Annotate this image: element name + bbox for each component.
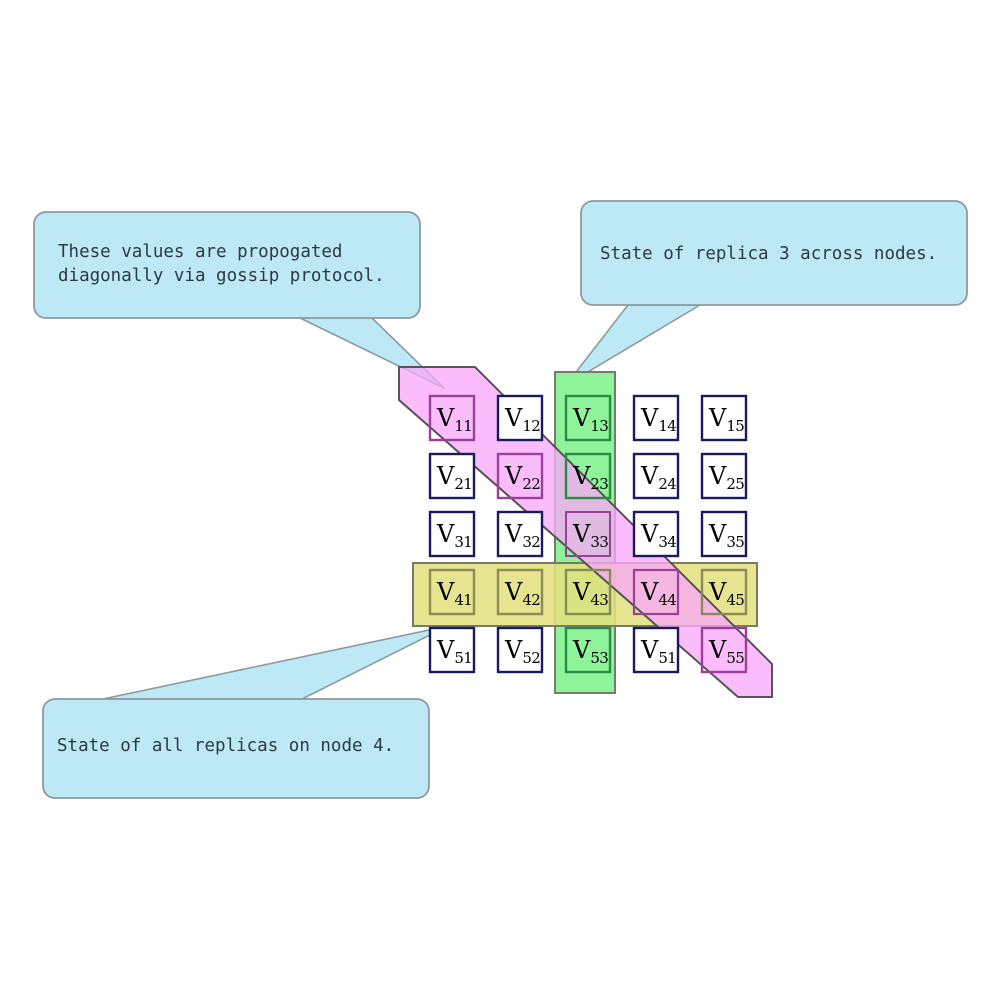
- grid-cell-v41[interactable]: [428, 568, 476, 616]
- grid-cell-v44[interactable]: [632, 568, 680, 616]
- grid-cell-v35[interactable]: [700, 510, 748, 558]
- callout-node-4-box[interactable]: [42, 698, 430, 799]
- callout-replica-3-box[interactable]: [580, 200, 968, 306]
- grid-cell-v51[interactable]: [428, 626, 476, 674]
- grid-cell-v52[interactable]: [496, 626, 544, 674]
- callout-boxes-group: [33, 200, 968, 799]
- callout-node-4-tail: [102, 625, 449, 700]
- grid-cell-v15[interactable]: [700, 394, 748, 442]
- grid-cell-v23[interactable]: [564, 452, 612, 500]
- grid-cell-v31[interactable]: [428, 510, 476, 558]
- grid-cell-v42[interactable]: [496, 568, 544, 616]
- grid-cell-v22[interactable]: [496, 452, 544, 500]
- grid-cell-v14[interactable]: [632, 394, 680, 442]
- grid-cell-v21[interactable]: [428, 452, 476, 500]
- grid-cell-v13[interactable]: [564, 394, 612, 442]
- grid-cell-v53[interactable]: [564, 626, 612, 674]
- grid-cell-v33[interactable]: [565, 511, 611, 557]
- grid-cell-v24[interactable]: [632, 452, 680, 500]
- grid-cell-v43[interactable]: [564, 568, 612, 616]
- grid-cells-group: [428, 394, 748, 674]
- grid-cell-v34[interactable]: [632, 510, 680, 558]
- grid-cell-v25[interactable]: [700, 452, 748, 500]
- callout-gossip-box[interactable]: [33, 211, 421, 319]
- grid-cell-v51[interactable]: [632, 626, 680, 674]
- grid-cell-v32[interactable]: [496, 510, 544, 558]
- grid-cell-v45[interactable]: [700, 568, 748, 616]
- grid-cell-v12[interactable]: [496, 394, 544, 442]
- grid-cell-v11[interactable]: [428, 394, 476, 442]
- grid-cell-v55[interactable]: [700, 626, 748, 674]
